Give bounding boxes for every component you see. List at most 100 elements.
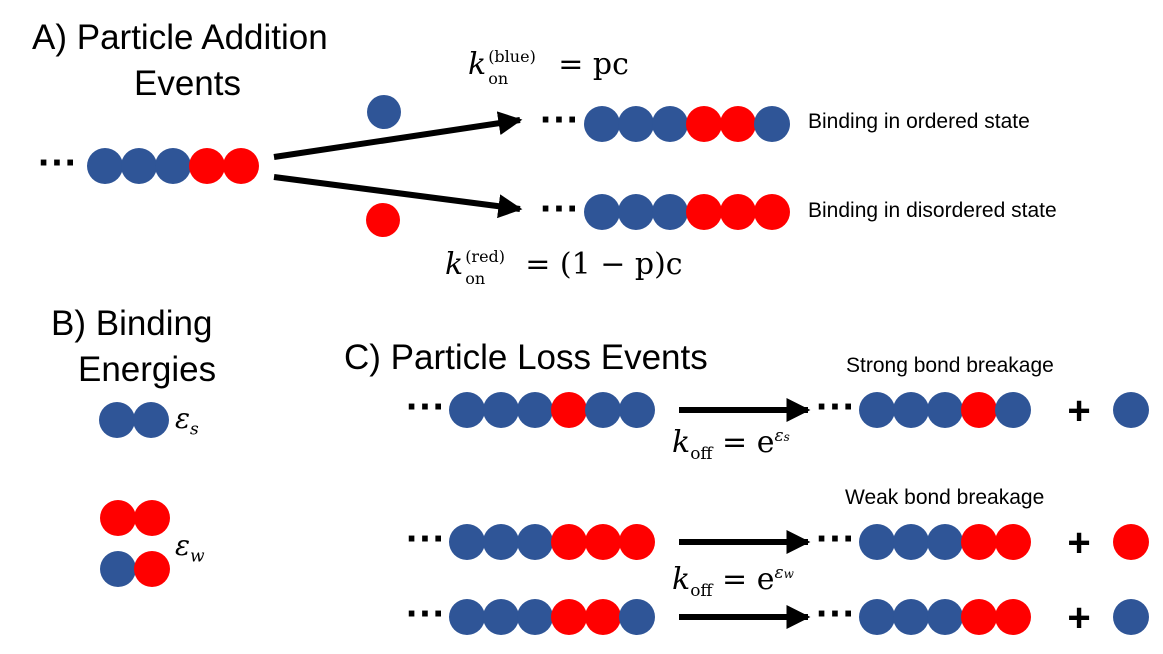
loss-row-2-before-particle-2: [483, 524, 519, 560]
initial-chain-particle-4: [189, 148, 225, 184]
rate-blue-k: k: [468, 47, 487, 82]
result-disordered-chain-particle-3: [652, 194, 688, 230]
loss-row-3-after-particle-4: [961, 599, 997, 635]
rate-blue-formula: k(blue) on = pc: [468, 47, 629, 87]
section-a-title-line1: A) Particle Addition: [32, 18, 328, 57]
rate-weak-sub: off: [690, 581, 713, 601]
loss-row-1-after-particle-3: [927, 392, 963, 428]
loss-row-1-after-particle-5: [995, 392, 1031, 428]
pair-weak-bottom-particle-2: [134, 551, 170, 587]
rate-blue-rhs: = pc: [558, 47, 629, 82]
plus-loss-row-3: +: [1067, 596, 1090, 640]
loss-row-2-after-particle-1: [859, 524, 895, 560]
initial-chain-particle-2: [121, 148, 157, 184]
epsilon-s: εs: [175, 405, 199, 439]
result-ordered-chain-particle-6: [754, 106, 790, 142]
loss-row-2-after-particle-2: [893, 524, 929, 560]
label-ordered: Binding in ordered state: [808, 110, 1030, 133]
loss-row-3-after-particle-3: [927, 599, 963, 635]
section-b-title-line1: B) Binding: [51, 304, 213, 343]
epsilon-w-symbol: ε: [175, 529, 191, 562]
loss-row-1-before-particle-3: [517, 392, 553, 428]
pair-weak-bottom-particle-1: [100, 551, 136, 587]
rate-red-rhs: = (1 − p)c: [525, 247, 683, 282]
pair-strong-particle-1: [99, 402, 135, 438]
loss-row-3-before-particle-3: [517, 599, 553, 635]
rate-strong-rhs: = e: [722, 425, 775, 460]
loss-row-3-after-particle-5: [995, 599, 1031, 635]
loss-row-3-before-particle-4: [551, 599, 587, 635]
result-disordered-chain-particle-5: [720, 194, 756, 230]
rate-weak-formula: koff = eεw: [672, 565, 794, 600]
released-particle-row-1: [1113, 392, 1149, 428]
rate-red-formula: k(red) on = (1 − p)c: [445, 247, 683, 287]
rate-blue-sub: on: [488, 69, 509, 88]
result-ordered-chain-particle-3: [652, 106, 688, 142]
ellipsis-initial-chain: ···: [38, 141, 78, 185]
rate-red-sub: on: [465, 269, 486, 288]
ellipsis-loss-row-2-before: ···: [406, 517, 446, 561]
ellipsis-loss-row-3-after: ···: [816, 592, 856, 636]
loss-row-1-after-particle-2: [893, 392, 929, 428]
rate-blue-sup: (blue): [488, 47, 536, 66]
arrow-to-ordered: [273, 111, 523, 160]
rate-red-k: k: [445, 247, 464, 282]
pair-weak-top-particle-2: [134, 500, 170, 536]
initial-chain-particle-5: [223, 148, 259, 184]
loss-row-3-after-particle-1: [859, 599, 895, 635]
result-disordered-chain-particle-1: [584, 194, 620, 230]
section-b-title-line2: Energies: [78, 350, 217, 389]
rate-strong-sub: off: [690, 444, 713, 464]
result-ordered-chain-particle-2: [618, 106, 654, 142]
pair-strong-particle-2: [133, 402, 169, 438]
loss-row-2-before-particle-3: [517, 524, 553, 560]
epsilon-s-sub: s: [190, 419, 199, 440]
result-ordered-chain-particle-4: [686, 106, 722, 142]
loss-row-3-before-particle-6: [619, 599, 655, 635]
ellipsis-loss-row-3-before: ···: [406, 592, 446, 636]
epsilon-s-symbol: ε: [175, 402, 191, 435]
label-weak-bond: Weak bond breakage: [845, 486, 1045, 509]
loss-row-1-before-particle-6: [619, 392, 655, 428]
loss-row-1-after-particle-1: [859, 392, 895, 428]
rate-weak-exp-symbol: ε: [774, 563, 784, 583]
label-strong-bond: Strong bond breakage: [846, 354, 1054, 377]
loss-row-3-before-particle-2: [483, 599, 519, 635]
rate-red-sup: (red): [465, 247, 506, 266]
loss-row-2-before-particle-4: [551, 524, 587, 560]
section-c-title: C) Particle Loss Events: [344, 338, 708, 377]
ellipsis-result-disordered: ···: [540, 187, 580, 231]
loss-row-2-before-particle-5: [585, 524, 621, 560]
rate-weak-rhs: = e: [722, 562, 775, 597]
result-ordered-chain-particle-5: [720, 106, 756, 142]
label-disordered: Binding in disordered state: [808, 199, 1057, 222]
initial-chain-particle-1: [87, 148, 123, 184]
loss-row-2-before-particle-1: [449, 524, 485, 560]
loss-row-1-before-particle-4: [551, 392, 587, 428]
loss-row-2-after-particle-5: [995, 524, 1031, 560]
rate-strong-exp: εs: [774, 426, 789, 446]
glyph-text: ···············+······+······+: [38, 98, 1091, 640]
result-disordered-chain-particle-4: [686, 194, 722, 230]
particle-circles: [87, 95, 1149, 635]
ellipsis-loss-row-1-before: ···: [406, 385, 446, 429]
rate-strong-formula: koff = eεs: [672, 428, 790, 463]
loss-row-3-before-particle-5: [585, 599, 621, 635]
result-disordered-chain-particle-6: [754, 194, 790, 230]
loss-row-3-after-particle-2: [893, 599, 929, 635]
ellipsis-loss-row-1-after: ···: [816, 385, 856, 429]
loss-row-2-after-particle-4: [961, 524, 997, 560]
released-particle-row-3: [1113, 599, 1149, 635]
rate-weak-k: k: [672, 562, 691, 597]
rate-strong-k: k: [672, 425, 691, 460]
epsilon-w-sub: w: [190, 546, 205, 567]
ellipsis-result-ordered: ···: [540, 98, 580, 142]
loss-row-1-before-particle-1: [449, 392, 485, 428]
pair-weak-top-particle-1: [100, 500, 136, 536]
plus-loss-row-1: +: [1067, 389, 1090, 433]
released-particle-row-2: [1113, 524, 1149, 560]
plus-loss-row-2: +: [1067, 521, 1090, 565]
result-ordered-chain-particle-1: [584, 106, 620, 142]
